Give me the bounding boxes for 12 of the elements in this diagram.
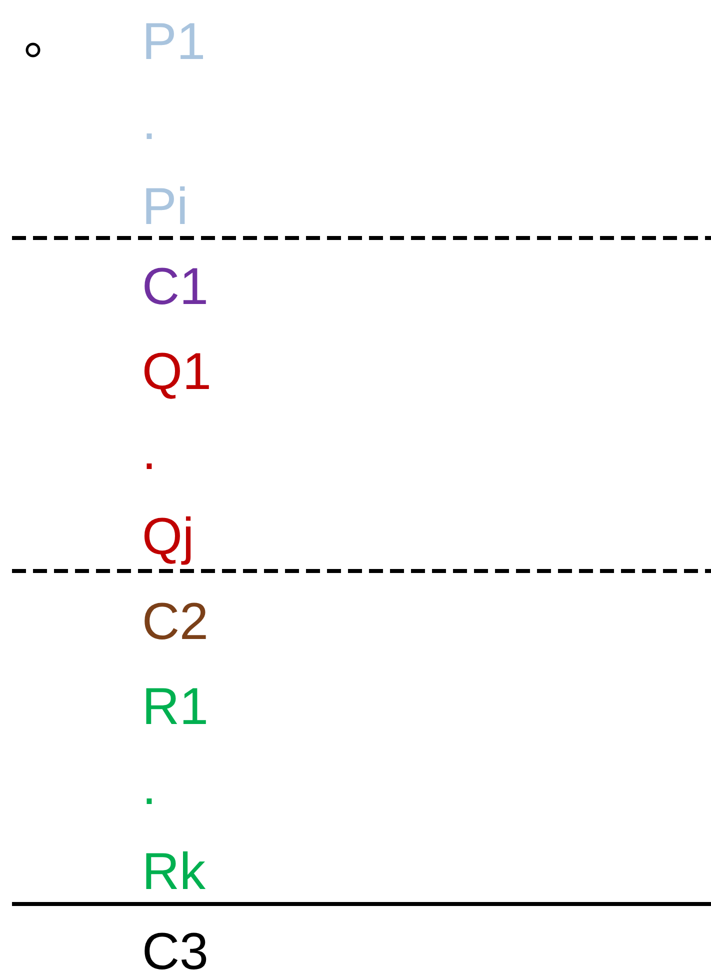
term-label: C2 xyxy=(142,596,208,648)
term-label: . xyxy=(142,426,156,478)
term-label: . xyxy=(142,761,156,813)
term-label: C3 xyxy=(142,926,208,976)
term-label: Q1 xyxy=(142,346,212,398)
term-label: Pi xyxy=(142,181,188,233)
term-label: P1 xyxy=(142,16,206,68)
term-label: Rk xyxy=(142,846,206,898)
term-label: R1 xyxy=(142,681,208,733)
term-label: C1 xyxy=(142,261,208,313)
term-label: Qj xyxy=(142,511,194,563)
term-label: . xyxy=(142,96,156,148)
